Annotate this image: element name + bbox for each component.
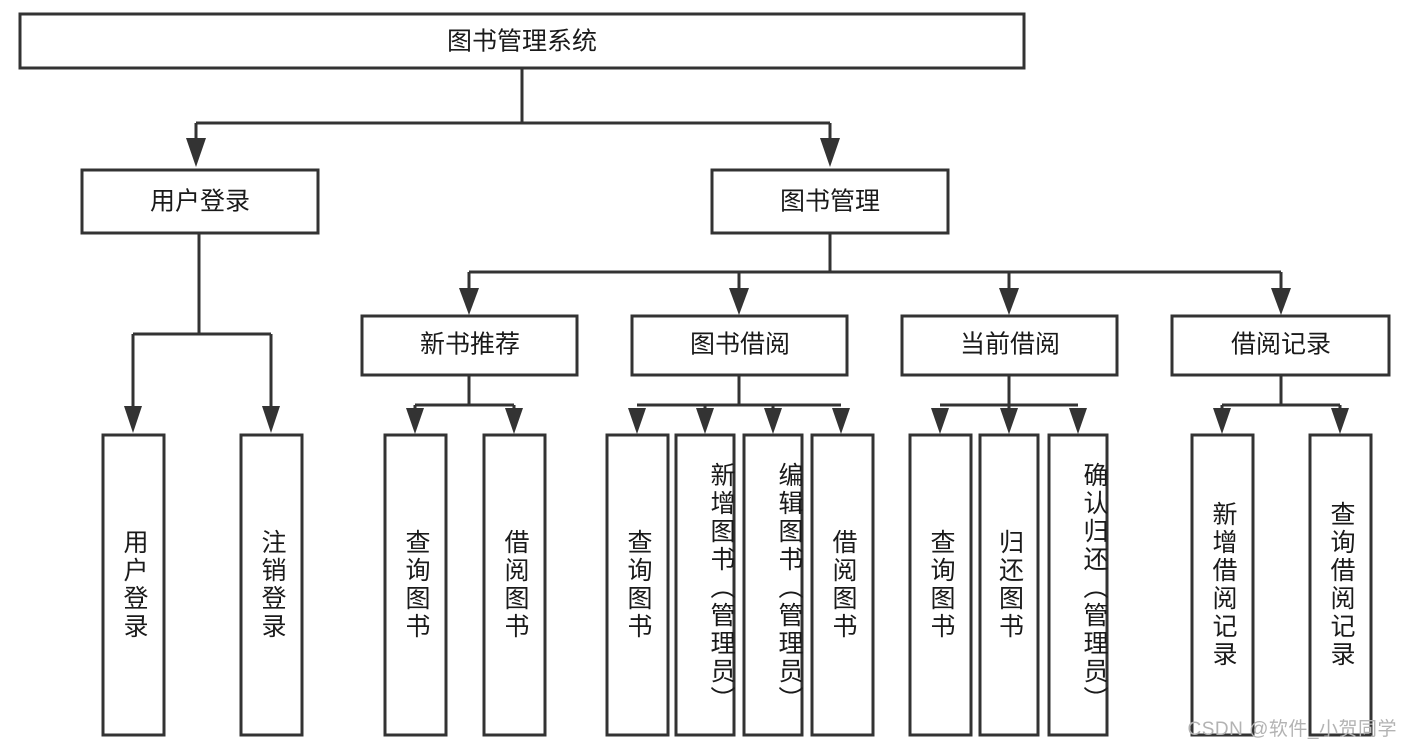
- edge-group-root-to-level2: [186, 69, 840, 167]
- arrow-head-leaf-add-record: [1213, 408, 1231, 434]
- node-box-leaf-borrow-book-2[interactable]: [810, 433, 875, 737]
- edge-group-book-manage-to-level3: [459, 234, 1291, 315]
- arrow-head-leaf-query-book-1: [406, 408, 424, 434]
- node-box-leaf-query-book-1[interactable]: [383, 433, 448, 737]
- node-box-user-login[interactable]: [80, 168, 320, 235]
- arrow-head-new-book-rec: [459, 288, 479, 315]
- arrow-head-leaf-logout: [262, 406, 280, 433]
- node-box-new-book-rec[interactable]: [360, 314, 579, 377]
- arrow-head-leaf-borrow-book-1: [505, 408, 523, 434]
- arrow-head-leaf-confirm-return: [1069, 408, 1087, 434]
- edge-group-current-borrow-to-leaves: [931, 376, 1087, 434]
- node-box-leaf-user-login[interactable]: [101, 433, 166, 737]
- node-label-book-manage: 图书管理: [780, 188, 880, 216]
- arrow-head-leaf-user-login: [124, 406, 142, 433]
- arrow-head-leaf-add-book: [696, 408, 714, 434]
- node-label-borrow-record: 借阅记录: [1231, 331, 1331, 359]
- node-box-book-borrow[interactable]: [630, 314, 849, 377]
- csdn-watermark: CSDN @软件_小贺同学: [1187, 719, 1397, 740]
- arrow-head-leaf-return-book: [1000, 408, 1018, 434]
- node-box-leaf-query-book-3[interactable]: [908, 433, 973, 737]
- arrow-head-leaf-query-book-3: [931, 408, 949, 434]
- node-label-user-login: 用户登录: [150, 188, 250, 216]
- node-box-root[interactable]: [18, 12, 1026, 70]
- node-box-leaf-add-record[interactable]: [1190, 433, 1255, 737]
- node-box-leaf-add-book[interactable]: [674, 433, 736, 737]
- node-label-book-borrow: 图书借阅: [690, 331, 790, 359]
- node-box-borrow-record[interactable]: [1170, 314, 1391, 377]
- node-label-current-borrow: 当前借阅: [960, 331, 1060, 359]
- node-box-leaf-return-book[interactable]: [978, 433, 1040, 737]
- arrow-head-borrow-record: [1271, 288, 1291, 315]
- edge-group-user-login-to-leaves: [124, 234, 280, 433]
- node-box-leaf-logout[interactable]: [239, 433, 304, 737]
- node-box-book-manage[interactable]: [710, 168, 950, 235]
- node-box-leaf-confirm-return[interactable]: [1047, 433, 1109, 737]
- arrow-head-book-manage: [820, 138, 840, 167]
- node-box-current-borrow[interactable]: [900, 314, 1119, 377]
- node-box-leaf-query-book-2[interactable]: [605, 433, 670, 737]
- edge-group-book-borrow-to-leaves: [628, 376, 850, 434]
- arrow-head-user-login: [186, 138, 206, 167]
- node-label-new-book-rec: 新书推荐: [420, 331, 520, 359]
- edge-group-new-book-rec-to-leaves: [406, 376, 523, 434]
- node-box-leaf-query-record[interactable]: [1308, 433, 1373, 737]
- arrow-head-book-borrow: [729, 288, 749, 315]
- edge-group-borrow-record-to-leaves: [1213, 376, 1349, 434]
- arrow-head-leaf-query-record: [1331, 408, 1349, 434]
- arrow-head-leaf-borrow-book-2: [832, 408, 850, 434]
- arrow-head-leaf-query-book-2: [628, 408, 646, 434]
- arrow-head-current-borrow: [999, 288, 1019, 315]
- arrow-head-leaf-edit-book: [764, 408, 782, 434]
- node-box-leaf-borrow-book-1[interactable]: [482, 433, 547, 737]
- node-label-root: 图书管理系统: [447, 28, 597, 56]
- node-box-leaf-edit-book[interactable]: [742, 433, 804, 737]
